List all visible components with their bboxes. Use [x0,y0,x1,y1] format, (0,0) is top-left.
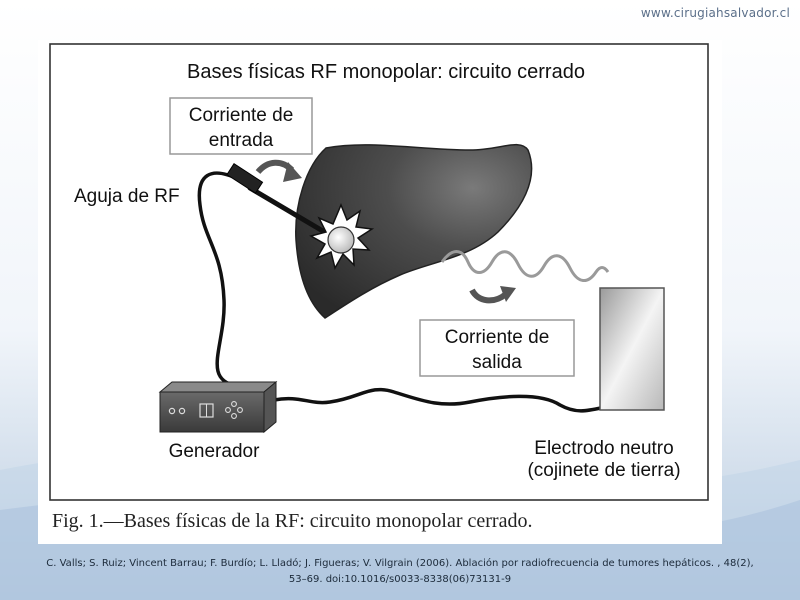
input-current-box [169,97,313,155]
electrode-cable [272,387,612,413]
citation: C. Valls; S. Ruiz; Vincent Barrau; F. Bu… [0,556,800,588]
output-current-label-line2: salida [472,352,522,373]
site-url: www.cirugiahsalvador.cl [640,6,790,20]
output-current-arrowhead [500,286,516,302]
output-current-box [419,319,575,377]
input-current-arrowhead [283,162,302,182]
diagram-title: Bases físicas RF monopolar: circuito cer… [187,61,585,83]
return-current-wave [440,250,610,282]
output-current-arrow [469,288,508,304]
needle-handle [226,163,264,194]
neutral-electrode-plate [599,287,665,411]
rf-circuit-diagram: Bases físicas RF monopolar: circuito cer… [49,43,709,501]
generator-label: Generador [169,441,261,462]
liver-shape [295,143,533,319]
input-current-label-line1: Corriente de [189,105,294,126]
needle-label: Aguja de RF [74,186,180,207]
electrode-label-line1: Electrodo neutro [534,438,673,459]
figure-caption: Fig. 1.—Bases físicas de la RF: circuito… [52,510,533,532]
generator-device [158,380,278,434]
needle-cable [197,171,242,388]
rf-needle [247,185,341,243]
citation-line1: C. Valls; S. Ruiz; Vincent Barrau; F. Bu… [46,558,754,569]
electrode-label-line2: (cojinete de tierra) [527,460,680,481]
figure-panel: Bases físicas RF monopolar: circuito cer… [38,40,722,544]
electrode-tip-ball [327,226,355,254]
citation-line2: 53–69. doi:10.1016/s0033-8338(06)73131-9 [288,574,512,585]
input-current-label-line2: entrada [209,130,274,151]
output-current-label-line1: Corriente de [445,327,550,348]
